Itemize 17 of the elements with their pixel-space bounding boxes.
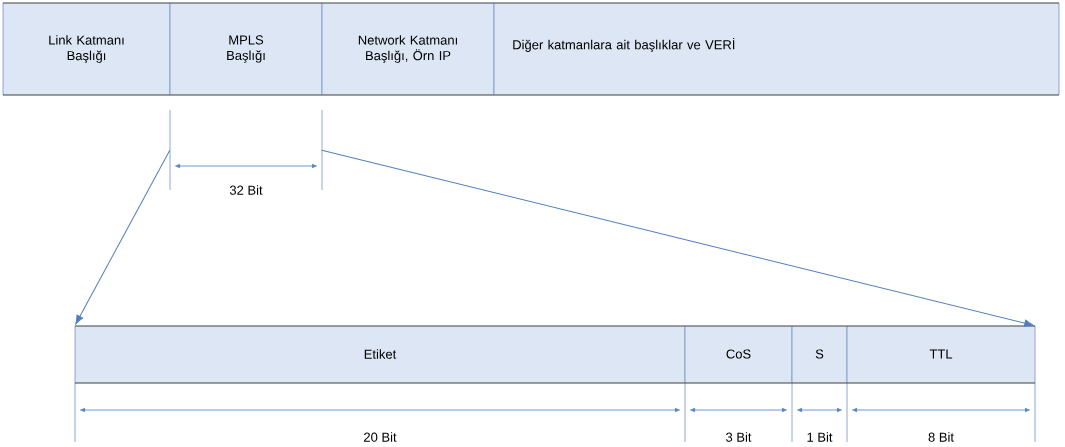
node-label: S (815, 349, 824, 359)
field-cell: MPLS Başlığı (169, 2, 323, 96)
node-label: Link Katmanı Başlığı (49, 35, 124, 63)
dimension-label: 8 Bit (928, 432, 954, 442)
dimension-label: 3 Bit (726, 432, 752, 442)
arrow (321, 149, 1034, 327)
arrow (75, 149, 171, 325)
field-cell: Link Katmanı Başlığı (2, 2, 171, 96)
node-label: CoS (726, 349, 751, 359)
dimension-label: 20 Bit (364, 432, 397, 442)
node-label: Etiket (364, 349, 397, 359)
field-cell: S (791, 325, 848, 384)
field-cell: Network Katmanı Başlığı, Örn IP (321, 2, 495, 96)
dimension-label: 1 Bit (807, 432, 833, 442)
node-label: Network Katmanı Başlığı, Örn IP (358, 35, 457, 63)
node-label: MPLS Başlığı (227, 35, 265, 63)
dimension-label: 32 Bit (229, 185, 263, 195)
